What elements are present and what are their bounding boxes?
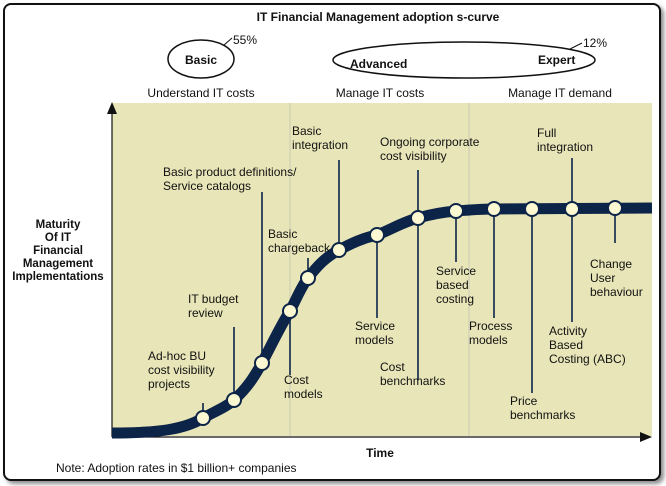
milestone-point (410, 210, 426, 226)
milestone-point (369, 227, 385, 243)
milestone-label: chargeback (268, 241, 331, 255)
milestone-point (607, 200, 623, 216)
milestone-label: Service (355, 319, 395, 333)
milestone-label: based (436, 278, 469, 292)
milestone-label: Service catalogs (163, 179, 251, 193)
milestone-point (331, 242, 347, 258)
y-axis-label-line: Of IT (45, 232, 71, 244)
milestone-point (195, 410, 211, 426)
milestone-point (254, 355, 270, 371)
milestone-label: Price (510, 394, 538, 408)
milestone-label: Cost (284, 373, 309, 387)
milestone-label: projects (148, 377, 190, 391)
milestone-label: Basic (268, 227, 297, 241)
basic-pct-leader (223, 37, 233, 46)
basic-pct: 55% (233, 33, 257, 47)
milestone-point (300, 270, 316, 286)
diagram-title: IT Financial Management adoption s-curve (257, 10, 500, 24)
milestone-label: Ongoing corporate (380, 135, 480, 149)
milestone-point (564, 201, 580, 217)
milestone-label: models (355, 333, 394, 347)
milestone-label: models (284, 387, 323, 401)
milestone-label: costing (436, 292, 474, 306)
expert-pct: 12% (583, 36, 607, 50)
phase-label: Understand IT costs (147, 86, 254, 100)
milestone-label: Service (436, 264, 476, 278)
milestone-label: benchmarks (510, 408, 575, 422)
milestone-point (524, 201, 540, 217)
milestone-label: Full (537, 126, 556, 140)
milestone-label: Based (549, 338, 583, 352)
advanced-expert-ellipse (332, 41, 596, 79)
x-axis-label: Time (366, 446, 394, 460)
footnote: Note: Adoption rates in $1 billion+ comp… (56, 461, 297, 475)
milestone-label: User (590, 271, 615, 285)
y-axis-label: Maturity Of IT Financial Management Impl… (12, 219, 103, 283)
milestone-label: Costing (ABC) (549, 352, 626, 366)
milestone-label: Basic (292, 124, 321, 138)
basic-ellipse (167, 39, 235, 79)
milestone-leaders (202, 158, 616, 418)
milestone-label: benchmarks (380, 374, 445, 388)
milestone-label: Activity (549, 324, 587, 338)
plot-area (112, 103, 652, 436)
milestone-label: models (469, 333, 508, 347)
expert-pct-leader (569, 42, 583, 50)
milestone-label: Change (590, 257, 632, 271)
milestone-label: cost visibility (380, 149, 447, 163)
milestone-point (282, 303, 298, 319)
y-axis-label-line: Financial (33, 245, 83, 257)
milestone-label: cost visibility (148, 363, 215, 377)
y-axis-label-line: Management (23, 258, 93, 270)
milestone-label: IT budget (188, 292, 239, 306)
milestone-label: Basic product definitions/ (163, 165, 297, 179)
milestone-label: review (188, 306, 223, 320)
y-axis-label-line: Implementations (12, 271, 103, 283)
y-axis-arrow-icon (107, 102, 117, 114)
phase-label: Manage IT costs (336, 86, 425, 100)
x-axis-arrow-icon (640, 432, 652, 442)
milestone-label: behaviour (590, 285, 643, 299)
milestone-label: Cost (380, 360, 405, 374)
milestone-label: integration (292, 138, 348, 152)
advanced-level: Advanced (350, 57, 407, 71)
milestone-points (195, 200, 623, 426)
milestone-point (486, 201, 502, 217)
basic-level: Basic (185, 53, 217, 67)
expert-level: Expert (538, 53, 575, 67)
milestone-point (448, 203, 464, 219)
y-axis-label-line: Maturity (36, 219, 81, 231)
milestone-point (226, 392, 242, 408)
milestone-label: Ad-hoc BU (148, 349, 206, 363)
phase-label: Manage IT demand (508, 86, 612, 100)
milestone-labels: Ad-hoc BU cost visibility projects IT bu… (148, 124, 643, 422)
milestone-label: Process (469, 319, 512, 333)
milestone-label: integration (537, 140, 593, 154)
